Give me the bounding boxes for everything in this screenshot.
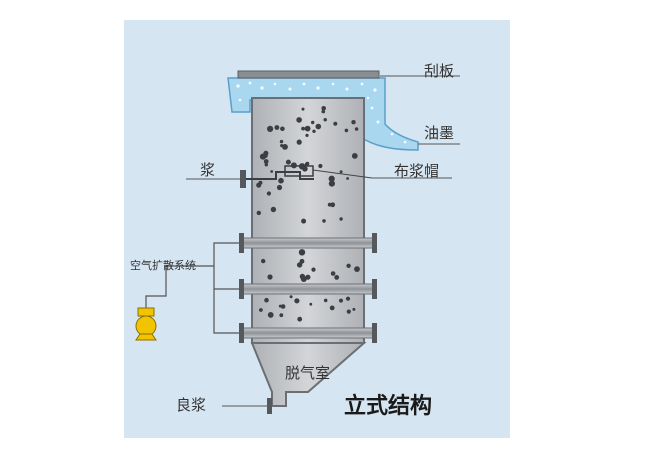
ink-particle — [298, 249, 306, 256]
air-diffuser-pipe-1 — [239, 233, 377, 253]
ink-particle — [354, 127, 359, 131]
ink-particle — [267, 274, 273, 280]
ink-particle — [355, 268, 359, 272]
air-blower-icon — [135, 307, 157, 341]
ink-particle — [318, 163, 323, 169]
foam-dots — [236, 81, 407, 144]
ink-particle — [311, 267, 316, 272]
label-air-diffusion-system: 空气扩散系统 — [130, 259, 196, 272]
ink-particle — [304, 162, 309, 167]
air-manifold-lines — [145, 242, 239, 334]
ink-particle — [256, 210, 261, 216]
ink-particle — [330, 271, 336, 276]
ink-particle — [322, 219, 326, 223]
ink-particle — [346, 177, 349, 180]
ink-particle — [339, 217, 343, 221]
vessel-body — [251, 97, 365, 344]
ink-particle — [339, 170, 343, 174]
degas-chamber-cone — [250, 342, 367, 407]
ink-particle — [276, 184, 283, 191]
ink-particle — [279, 313, 284, 318]
ink-particle — [282, 144, 288, 150]
ink-particle — [321, 106, 327, 111]
diagram-title: 立式结构 — [344, 394, 433, 419]
pulp-inlet-flange — [240, 170, 246, 188]
pulp-cap-leader — [312, 169, 373, 179]
label-good-pulp: 良浆 — [176, 396, 207, 414]
ink-particle — [327, 202, 332, 207]
ink-particle — [301, 126, 305, 131]
ink-particle — [296, 139, 302, 145]
ink-particle — [261, 258, 266, 264]
ink-particle — [304, 125, 311, 132]
ink-particle — [329, 305, 335, 311]
ink-particle — [264, 154, 268, 158]
label-leader-lines — [186, 75, 460, 407]
ink-particle — [323, 298, 328, 303]
ink-particle — [278, 304, 282, 308]
ink-particle — [301, 218, 307, 224]
ink-particle — [270, 170, 274, 173]
ink-particle — [346, 263, 351, 268]
ink-particle — [301, 107, 305, 111]
ink-particle — [297, 316, 303, 322]
ink-particle — [339, 298, 343, 303]
air-diffuser-pipe-3 — [239, 323, 377, 343]
ink-particle — [267, 125, 274, 132]
label-pulp-cap: 布浆帽 — [394, 162, 440, 180]
ink-particle — [294, 298, 300, 304]
ink-particle — [270, 206, 277, 213]
ink-particle — [289, 295, 293, 299]
ink-particle — [311, 120, 315, 125]
pulp-inlet-pipe — [246, 171, 314, 180]
ink-particle — [256, 182, 262, 188]
ink-particle — [290, 162, 297, 169]
ink-particles — [256, 106, 360, 322]
ink-particle — [280, 126, 285, 132]
ink-particle — [330, 202, 336, 208]
ink-particle — [352, 307, 356, 311]
ink-particle — [309, 302, 313, 306]
ink-particle — [278, 177, 284, 184]
label-pulp-in: 浆 — [200, 161, 216, 179]
ink-particle — [345, 296, 351, 301]
ink-particle — [296, 262, 303, 268]
ink-particle — [323, 118, 327, 122]
ink-particle — [264, 163, 268, 167]
ink-particle — [264, 297, 269, 303]
good-pulp-outlet-flange — [267, 398, 272, 414]
air-diffuser-pipe-2 — [239, 279, 377, 299]
ink-particle — [344, 128, 349, 133]
scraper-bar — [237, 70, 380, 79]
ink-particle — [351, 153, 358, 159]
ink-particle — [321, 109, 326, 114]
ink-particle — [346, 309, 351, 314]
label-degas-chamber: 脱气室 — [285, 364, 331, 382]
ink-particle — [285, 159, 291, 165]
ink-particle — [299, 273, 306, 280]
ink-particle — [328, 180, 335, 187]
ink-particle — [274, 125, 280, 130]
ink-particle — [280, 304, 286, 309]
ink-particle — [302, 166, 308, 172]
ink-particle — [328, 175, 335, 182]
label-ink: 油墨 — [424, 124, 455, 142]
ink-particle — [263, 159, 269, 164]
ink-particle — [315, 123, 322, 130]
ink-particle — [267, 312, 274, 318]
ink-particle — [266, 191, 271, 196]
label-scraper: 刮板 — [424, 62, 455, 80]
ink-particle — [279, 139, 284, 144]
ink-particle — [305, 133, 309, 137]
ink-particle — [296, 117, 302, 123]
ink-particle — [333, 121, 338, 126]
ink-particle — [312, 129, 316, 133]
ink-particle — [351, 120, 356, 125]
ink-particle — [259, 308, 263, 312]
ink-particle — [334, 275, 340, 280]
